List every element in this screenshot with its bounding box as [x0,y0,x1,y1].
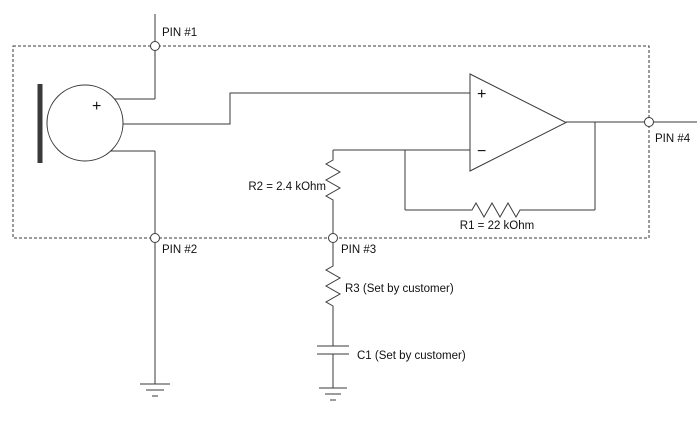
resistor-r2-label: R2 = 2.4 kOhm [248,181,326,193]
resistor-r2-zigzag [324,150,342,238]
microphone: + [37,84,124,163]
resistor-r2: R2 = 2.4 kOhm [248,150,342,238]
opamp-triangle [469,73,568,172]
resistor-r1: R1 = 22 kOhm [405,201,595,232]
resistor-r3: R3 (Set by customer) [324,238,454,346]
mic-plus-symbol: + [92,98,101,115]
pin2-label: PIN #2 [162,244,197,256]
pin1-label: PIN #1 [162,27,197,39]
pin4-label: PIN #4 [655,133,691,145]
pin2-node [150,233,160,243]
opamp-noninverting-symbol: + [477,86,486,103]
pin3-label: PIN #3 [341,244,376,256]
resistor-r3-label: R3 (Set by customer) [345,283,454,295]
resistor-r3-zigzag [324,238,342,346]
ground-left-bars [140,383,170,397]
pin1-node [150,41,160,51]
mic-ground-wire [110,150,156,384]
mic-to-opamp-wire [123,92,470,125]
ground-symbol-left [140,383,170,397]
wires [110,14,697,384]
pin4-node [644,117,654,127]
capacitor-c1-label: C1 (Set by customer) [357,350,466,362]
resistor-r1-zigzag [405,201,595,219]
resistor-r1-label: R1 = 22 kOhm [460,220,534,232]
opamp-inverting-symbol: − [477,143,486,160]
capacitor-c1: C1 (Set by customer) [317,345,466,388]
ground-symbol-right [319,387,347,401]
ground-right-bars [319,387,347,401]
opamp: + − [469,73,568,172]
mic-body-circle [46,84,124,162]
pin3-node [328,233,338,243]
